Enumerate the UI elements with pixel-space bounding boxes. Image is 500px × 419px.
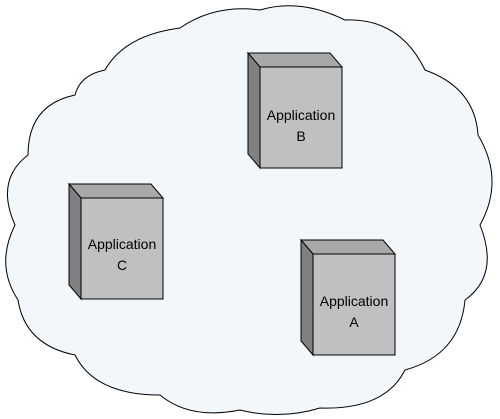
- application-c-box-side: [68, 182, 82, 301]
- application-a-box-top: [299, 239, 397, 255]
- application-c-box-top: [67, 183, 165, 199]
- application-b-box-top: [246, 52, 344, 68]
- application-a-label-line1: Application: [320, 293, 389, 309]
- application-b-box-front: [259, 66, 343, 169]
- application-c-label-line1: Application: [88, 236, 157, 252]
- application-b-label-line2: B: [296, 128, 305, 144]
- application-c-label-line2: C: [117, 257, 127, 273]
- application-b-label-line1: Application: [267, 107, 336, 123]
- application-a-box-side: [300, 238, 314, 357]
- application-b-box-side: [247, 51, 261, 170]
- application-b-node: Application B: [246, 51, 344, 170]
- application-a-label-line2: A: [349, 314, 359, 330]
- application-c-node: Application C: [67, 182, 165, 301]
- application-c-box-front: [80, 197, 164, 300]
- application-a-node: Application A: [299, 238, 397, 357]
- application-a-box-front: [312, 253, 396, 356]
